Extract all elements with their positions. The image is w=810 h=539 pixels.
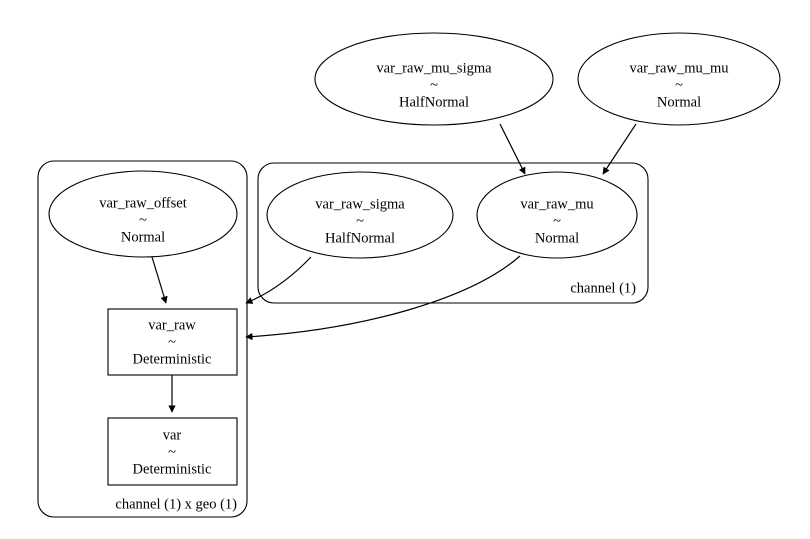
node-var-raw-mu-sigma-ellipse[interactable]	[314, 32, 554, 126]
node-var-raw[interactable]: var_raw ~ Deterministic	[107, 308, 238, 376]
node-var-raw-sigma[interactable]: var_raw_sigma ~ HalfNormal	[266, 171, 454, 259]
node-var-raw-mu-name: var_raw_mu	[520, 196, 593, 212]
node-var-raw-mu-mu-name: var_raw_mu_mu	[629, 60, 728, 76]
node-var-raw-mu-mu-distribution: Normal	[657, 94, 701, 110]
node-var-raw-mu[interactable]: var_raw_mu ~ Normal	[476, 171, 638, 259]
plate-channel-geo-label: channel (1) x geo (1)	[115, 496, 237, 512]
node-var-raw-mu-sigma-tilde: ~	[430, 77, 438, 93]
edge-var-raw-mu-sigma-to-var-raw-mu	[499, 123, 526, 175]
node-var-raw-mu-mu-tilde: ~	[675, 77, 683, 93]
node-var-raw-distribution: Deterministic	[133, 351, 212, 367]
edge-var-raw-offset-to-var-raw	[151, 256, 168, 304]
node-var-name: var	[163, 427, 182, 443]
edge-var-raw-sigma-to-var-raw	[245, 256, 312, 304]
plate-channel-border	[257, 162, 649, 304]
node-var-raw-offset-ellipse[interactable]	[48, 170, 238, 258]
plate-channel: channel (1)	[257, 162, 649, 304]
node-var-raw-offset[interactable]: var_raw_offset ~ Normal	[48, 170, 238, 258]
node-var-raw-mu-ellipse[interactable]	[476, 171, 638, 259]
node-var-raw-mu-mu-ellipse[interactable]	[577, 32, 781, 126]
node-var-raw-offset-distribution: Normal	[121, 229, 165, 245]
node-var-raw-mu-sigma[interactable]: var_raw_mu_sigma ~ HalfNormal	[314, 32, 554, 126]
node-var-box[interactable]	[107, 417, 238, 486]
edge-var-raw-mu-to-var-raw	[245, 255, 521, 341]
node-var-raw-offset-name: var_raw_offset	[99, 195, 187, 211]
node-var-raw-tilde: ~	[168, 334, 176, 350]
node-var-raw-offset-tilde: ~	[139, 212, 147, 228]
node-var[interactable]: var ~ Deterministic	[107, 417, 238, 486]
node-var-distribution: Deterministic	[133, 461, 212, 477]
node-var-raw-sigma-tilde: ~	[356, 213, 364, 229]
node-var-raw-mu-distribution: Normal	[535, 230, 579, 246]
node-var-raw-mu-tilde: ~	[553, 213, 561, 229]
node-var-raw-sigma-name: var_raw_sigma	[315, 196, 405, 212]
node-var-raw-mu-mu[interactable]: var_raw_mu_mu ~ Normal	[577, 32, 781, 126]
edge-var-raw-mu-mu-to-var-raw-mu	[602, 123, 637, 175]
node-var-raw-name: var_raw	[148, 317, 196, 333]
node-var-raw-mu-sigma-distribution: HalfNormal	[399, 94, 469, 110]
node-var-raw-sigma-distribution: HalfNormal	[325, 230, 395, 246]
node-var-raw-sigma-ellipse[interactable]	[266, 171, 454, 259]
node-var-raw-mu-sigma-name: var_raw_mu_sigma	[376, 60, 492, 76]
node-var-tilde: ~	[168, 444, 176, 460]
plate-channel-label: channel (1)	[570, 280, 636, 296]
node-var-raw-box[interactable]	[107, 308, 238, 376]
